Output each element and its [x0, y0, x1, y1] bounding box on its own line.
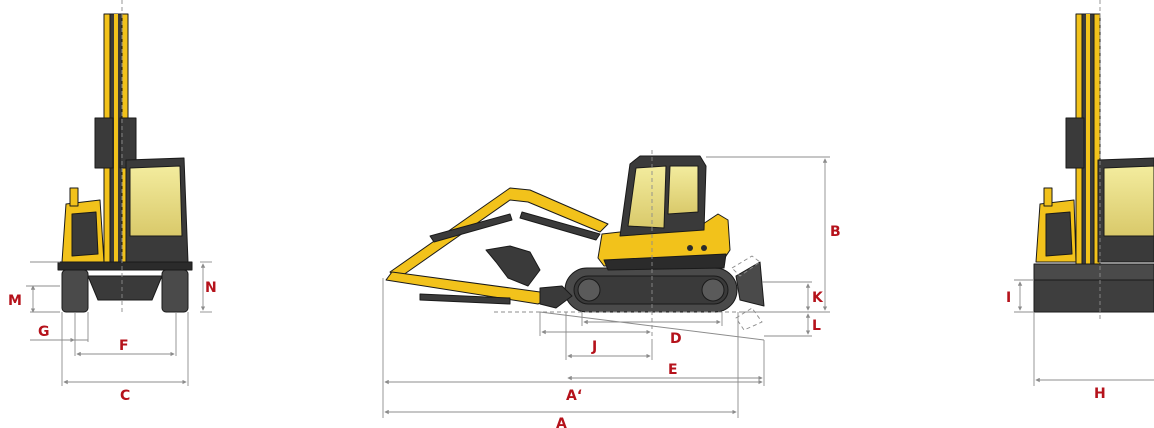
dozer-blade: [735, 261, 765, 307]
label-a-prime: A‘: [566, 388, 582, 404]
front-view: M N G F C: [8, 0, 217, 404]
label-f: F: [119, 338, 129, 354]
front-view-dozer: I H: [1006, 0, 1154, 402]
front-undercarriage: [57, 261, 193, 313]
side-bucket-raised: [485, 245, 541, 287]
side-bucket: [539, 285, 573, 309]
dozer-view-boom: [1065, 13, 1101, 265]
label-n: N: [205, 280, 217, 296]
label-h: H: [1094, 386, 1106, 402]
label-i: I: [1006, 290, 1011, 306]
side-stick: [385, 271, 547, 305]
label-e: E: [668, 362, 678, 378]
dozer-view-cab: [1097, 157, 1154, 263]
dozer-view-body: [1035, 187, 1077, 263]
label-k: K: [812, 290, 824, 306]
label-c: C: [120, 388, 130, 404]
label-a: A: [556, 416, 567, 428]
label-d: D: [670, 331, 682, 347]
side-upper: [597, 155, 731, 271]
label-j: J: [591, 339, 597, 355]
front-boom: [94, 13, 137, 265]
side-track: [564, 267, 738, 313]
label-g: G: [38, 324, 50, 340]
side-view: B K L D J E A‘ A: [382, 150, 841, 428]
label-l: L: [812, 318, 821, 334]
dozer-view-undercarriage: [1033, 263, 1154, 313]
label-b: B: [830, 224, 841, 240]
side-boom: [389, 187, 609, 281]
front-body: [61, 187, 105, 263]
label-m: M: [8, 293, 22, 309]
front-cab: [125, 157, 189, 263]
